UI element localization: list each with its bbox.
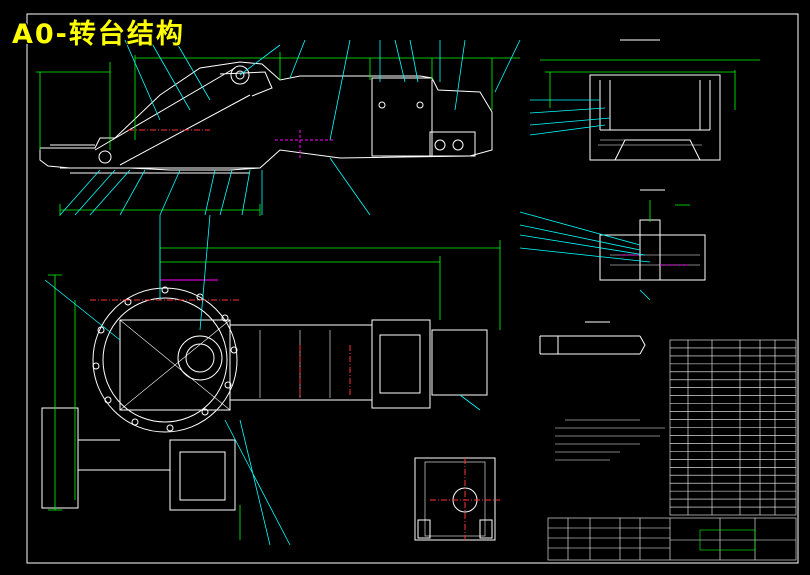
section-bb-plates: [610, 254, 700, 266]
upper-pivot-bore: [235, 70, 245, 80]
view-e-inner: [424, 461, 486, 537]
left-bracket: [41, 407, 79, 509]
plan-view: [41, 214, 501, 546]
section-aa-leaders: [529, 99, 611, 136]
view-e-foot-right: [479, 519, 493, 539]
base-plate: [50, 144, 260, 174]
section-bb-view: [519, 189, 706, 301]
center-frame: [119, 319, 231, 411]
plan-leader-lines: [44, 214, 481, 546]
bracket-links: [78, 439, 170, 471]
section-bb-leaders: [519, 211, 651, 301]
view-e-foot-left: [417, 519, 431, 539]
detail-d-profile: [539, 335, 640, 355]
rear-box: [371, 77, 433, 157]
pedestal-inner: [179, 451, 226, 501]
upper-pivot-pin: [230, 65, 250, 85]
hidden-lines-side: [275, 130, 335, 160]
slewing-ring-outer: [92, 287, 238, 433]
lower-pedestal: [169, 439, 236, 511]
counterweight-hole-1: [434, 139, 446, 151]
turntable-side-outline: [39, 61, 493, 171]
section-bb-pin: [639, 219, 661, 281]
section-aa-webs: [599, 80, 711, 161]
title-block-name-cell: [699, 529, 756, 551]
center-bore: [177, 335, 223, 381]
section-aa-outline: [589, 74, 721, 161]
lower-pivot-pin: [98, 150, 112, 164]
side-leader-lines: [59, 39, 521, 216]
slewing-ring-inner: [102, 297, 228, 423]
technical-notes: [555, 419, 665, 461]
box-hole-2: [416, 101, 424, 109]
drawing-title: A0-转台结构: [12, 19, 185, 50]
section-aa-view: [529, 39, 760, 161]
drawing-border: [26, 13, 799, 564]
box-hole-1: [378, 101, 386, 109]
section-bb-hidden: [620, 254, 690, 266]
side-dimensions: [36, 52, 520, 150]
parts-list-rows: [670, 347, 796, 508]
section-aa-flange: [598, 139, 702, 146]
rear-arm: [230, 319, 431, 409]
arm-ribs: [259, 330, 331, 398]
view-e-center-lines: [430, 458, 500, 540]
section-aa-dimensions: [540, 59, 760, 110]
view-e-outline: [414, 457, 496, 541]
frame-bracing: [119, 319, 231, 411]
rear-block: [379, 334, 421, 394]
detail-d-view: [539, 321, 646, 355]
side-elevation-view: [36, 39, 521, 216]
section-bb-outline: [599, 234, 706, 281]
counterweight-plate: [429, 131, 476, 157]
counterweight-hole-2: [452, 139, 464, 151]
plan-center-lines: [90, 299, 351, 400]
title-block: [547, 517, 797, 561]
center-bore-inner: [185, 343, 215, 373]
parts-list-table: [669, 339, 797, 516]
section-bb-dimensions: [649, 200, 690, 222]
rear-end-plate: [431, 329, 488, 396]
detail-d-break: [639, 335, 646, 355]
base-length-dimension: [59, 204, 261, 216]
view-e: [414, 457, 500, 541]
